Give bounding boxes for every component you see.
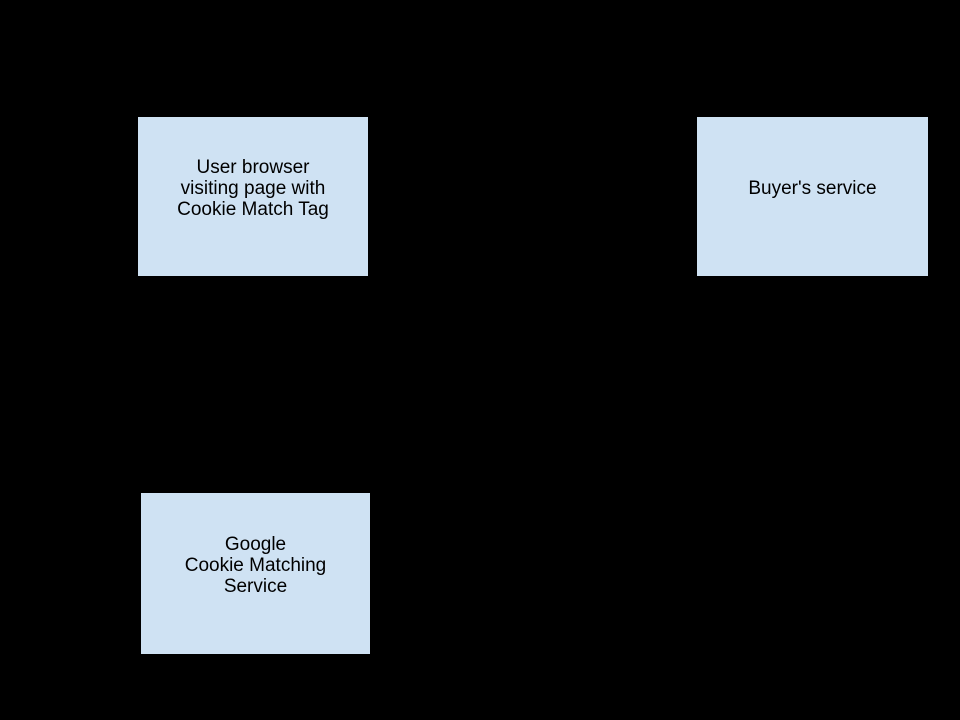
node-buyers-service: Buyer's service [696, 116, 929, 277]
node-google-cookie-matching-service-label: Google Cookie Matching Service [184, 533, 327, 597]
node-buyers-service-label: Buyer's service [748, 177, 877, 199]
node-user-browser: User browser visiting page with Cookie M… [137, 116, 369, 277]
node-user-browser-label: User browser visiting page with Cookie M… [177, 156, 329, 220]
node-google-cookie-matching-service: Google Cookie Matching Service [140, 492, 371, 655]
